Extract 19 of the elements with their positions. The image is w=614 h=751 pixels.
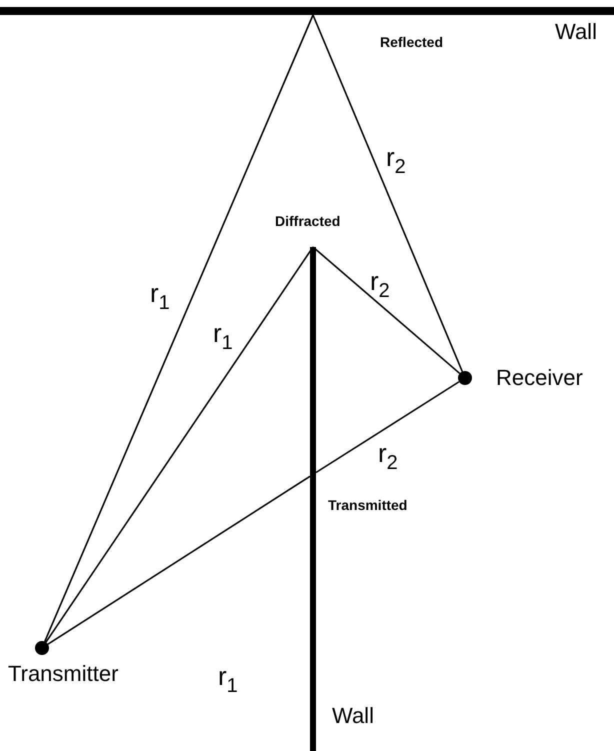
ray-line <box>47 476 310 645</box>
path-type-label: Reflected <box>380 35 444 49</box>
edge-label: r$_{2}$ <box>386 144 406 177</box>
ray-line <box>312 14 464 372</box>
node-label: Wall <box>555 21 597 43</box>
edge-label: r$_{2}$ <box>370 268 390 301</box>
ray-line <box>312 246 460 374</box>
ray-line <box>316 381 460 474</box>
edge-label: r$_{1}$ <box>213 320 233 353</box>
edge-label: r$_{1}$ <box>150 280 170 313</box>
path-type-label: Diffracted <box>275 214 340 228</box>
ray-line <box>45 246 314 643</box>
edge-label: r$_{1}$ <box>218 663 238 696</box>
ray-line <box>44 14 314 642</box>
node-label: Wall <box>332 705 374 727</box>
node-label: Receiver <box>496 367 583 389</box>
edge-label: r$_{2}$ <box>378 440 398 473</box>
node-label: Transmitter <box>8 663 118 685</box>
path-type-label: Transmitted <box>328 498 408 512</box>
